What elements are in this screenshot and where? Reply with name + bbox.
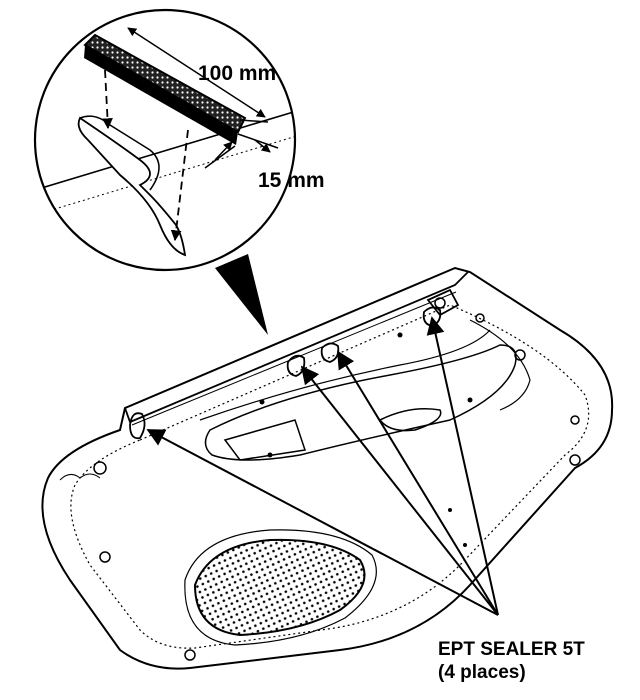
clip-hole xyxy=(475,313,485,323)
detail-callout xyxy=(33,8,297,272)
sealer-places-label: (4 places) xyxy=(438,662,526,683)
sealer-location-3 xyxy=(320,342,340,363)
speaker-grille xyxy=(184,529,377,646)
clip-hole xyxy=(184,649,196,661)
leader-line-2 xyxy=(300,365,499,616)
clip-hole xyxy=(570,415,580,425)
armrest xyxy=(204,344,517,461)
leader-line-4 xyxy=(426,316,499,616)
leader-line-1 xyxy=(146,429,499,616)
clip-hole xyxy=(514,349,526,361)
sealer-location-2 xyxy=(286,354,306,377)
sealer-location-1 xyxy=(129,412,146,440)
clip-hole xyxy=(99,551,111,563)
dim-width-label: 15 mm xyxy=(258,169,325,192)
dim-length-label: 100 mm xyxy=(198,62,276,85)
placement-arrow-2 xyxy=(170,129,189,242)
sealer-location-4 xyxy=(422,306,442,327)
sealer-name-label: EPT SEALER 5T xyxy=(438,639,585,660)
sealer-locations xyxy=(129,306,442,440)
dimension-length xyxy=(127,27,269,123)
clip-hole xyxy=(569,454,581,466)
leader-line-3 xyxy=(337,350,499,616)
dimension-width xyxy=(204,133,279,169)
latch-bracket xyxy=(426,288,460,317)
clip-hole xyxy=(93,461,107,475)
door-top-rail xyxy=(124,271,469,424)
door-panel xyxy=(41,266,614,670)
callout-pointer xyxy=(215,254,268,335)
door-panel-outline xyxy=(41,266,614,670)
placement-arrow-1 xyxy=(102,69,113,130)
door-inner-contour xyxy=(70,304,590,649)
leader-lines xyxy=(146,316,499,616)
